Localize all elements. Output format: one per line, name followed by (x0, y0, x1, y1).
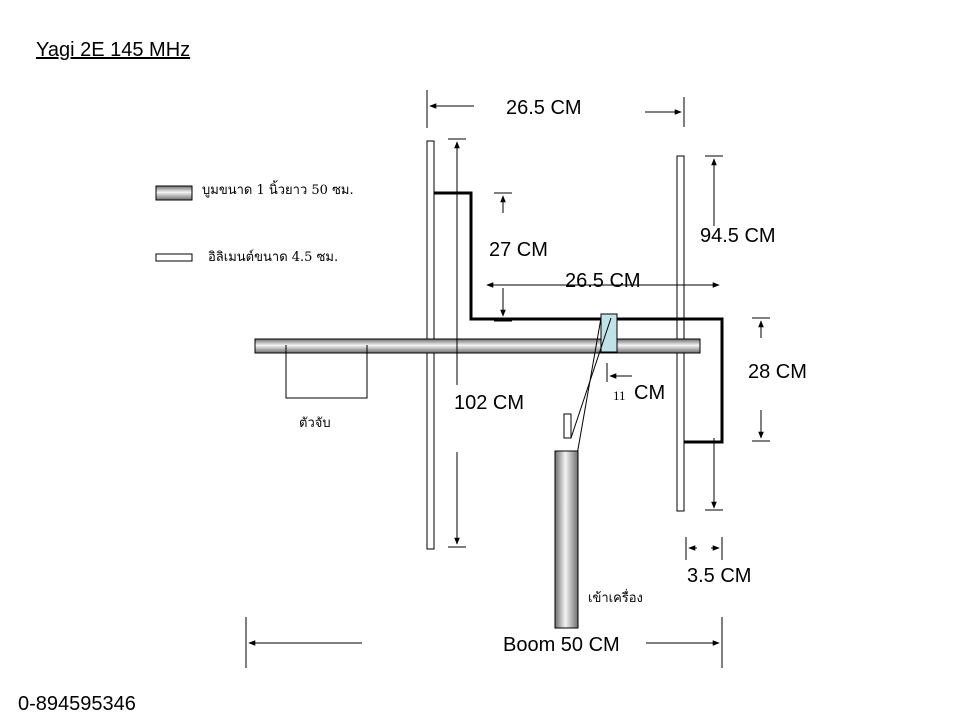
legend-boom-swatch (155, 185, 193, 201)
feed-point (600, 313, 618, 353)
boom (254, 338, 701, 354)
label-loop-height: 28 CM (748, 361, 807, 383)
label-to-radio: เข้าเครื่อง (588, 591, 643, 606)
label-spacing-mid: 26.5 CM (565, 270, 641, 292)
legend-element-label: อิลิเมนต์ขนาด 4.5 ซม. (208, 250, 339, 265)
page-title: Yagi 2E 145 MHz (36, 39, 191, 61)
label-feed-height: 27 CM (489, 239, 548, 261)
director-element (676, 155, 685, 512)
phone-number: 0-894595346 (18, 693, 136, 715)
connector (563, 413, 572, 439)
feed-wire (434, 191, 724, 444)
label-spacing-top: 26.5 CM (506, 97, 582, 119)
mount-bracket (285, 345, 368, 399)
legend-boom-label: บูมขนาด 1 นิ้วยาว 50 ซม. (202, 183, 354, 198)
mast-cable (554, 450, 579, 629)
label-offset: 3.5 CM (687, 565, 752, 587)
label-boom-length: Boom 50 CM (503, 634, 620, 656)
label-feed-gap-value: 11 (613, 388, 626, 403)
legend-element-swatch (155, 253, 193, 262)
coax-line-b (570, 317, 612, 439)
label-reflector-length: 102 CM (454, 392, 525, 414)
label-mount: ตัวจับ (299, 416, 331, 431)
coax-line-a (576, 317, 602, 456)
label-feed-gap-unit: CM (634, 382, 666, 404)
label-director-length: 94.5 CM (700, 225, 776, 247)
